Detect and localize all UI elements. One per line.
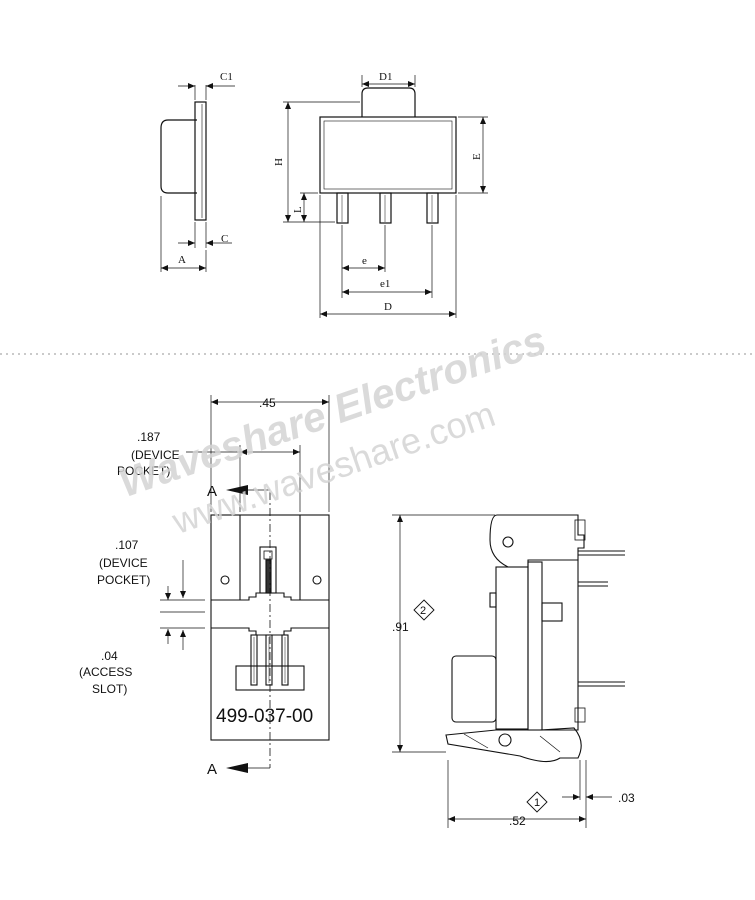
note-1-icon: 1 xyxy=(534,797,540,809)
label-d1: D1 xyxy=(379,71,392,83)
section-arrow-bottom-icon xyxy=(226,763,248,773)
socket-side-view xyxy=(392,514,625,828)
watermark: Waveshare Electronics www.waveshare.com xyxy=(113,317,552,543)
section-label-top: A xyxy=(207,483,217,500)
label-e: e xyxy=(362,255,367,267)
label-e-cap: E xyxy=(471,153,483,160)
label-h: H xyxy=(273,158,285,166)
dim-04: .04 xyxy=(101,649,118,663)
dim-052: .52 xyxy=(509,814,526,828)
package-front-view xyxy=(283,75,488,318)
device-pocket-2a: (DEVICE xyxy=(99,556,148,570)
part-number: 499-037-00 xyxy=(216,706,313,727)
access-slot-a: (ACCESS xyxy=(79,665,132,679)
dim-187: .187 xyxy=(137,430,161,444)
dim-045: .45 xyxy=(259,396,276,410)
section-label-bottom: A xyxy=(207,761,217,778)
device-pocket-1b: POCKET) xyxy=(117,464,170,478)
label-c: C xyxy=(221,233,228,245)
label-d: D xyxy=(384,301,392,313)
label-l: L xyxy=(292,206,304,213)
label-c1: C1 xyxy=(220,71,233,83)
package-side-view xyxy=(160,83,235,272)
device-pocket-1a: (DEVICE xyxy=(131,448,180,462)
socket-top-view xyxy=(160,395,330,769)
label-a-top: A xyxy=(178,254,186,266)
dim-107: .107 xyxy=(115,538,139,552)
device-pocket-2b: POCKET) xyxy=(97,573,150,587)
label-e1: e1 xyxy=(380,278,390,290)
note-2-icon: 2 xyxy=(420,605,426,617)
dim-003: .03 xyxy=(618,791,635,805)
section-arrow-top-icon xyxy=(226,485,248,495)
access-slot-b: SLOT) xyxy=(92,682,127,696)
dim-091: .91 xyxy=(392,620,409,634)
